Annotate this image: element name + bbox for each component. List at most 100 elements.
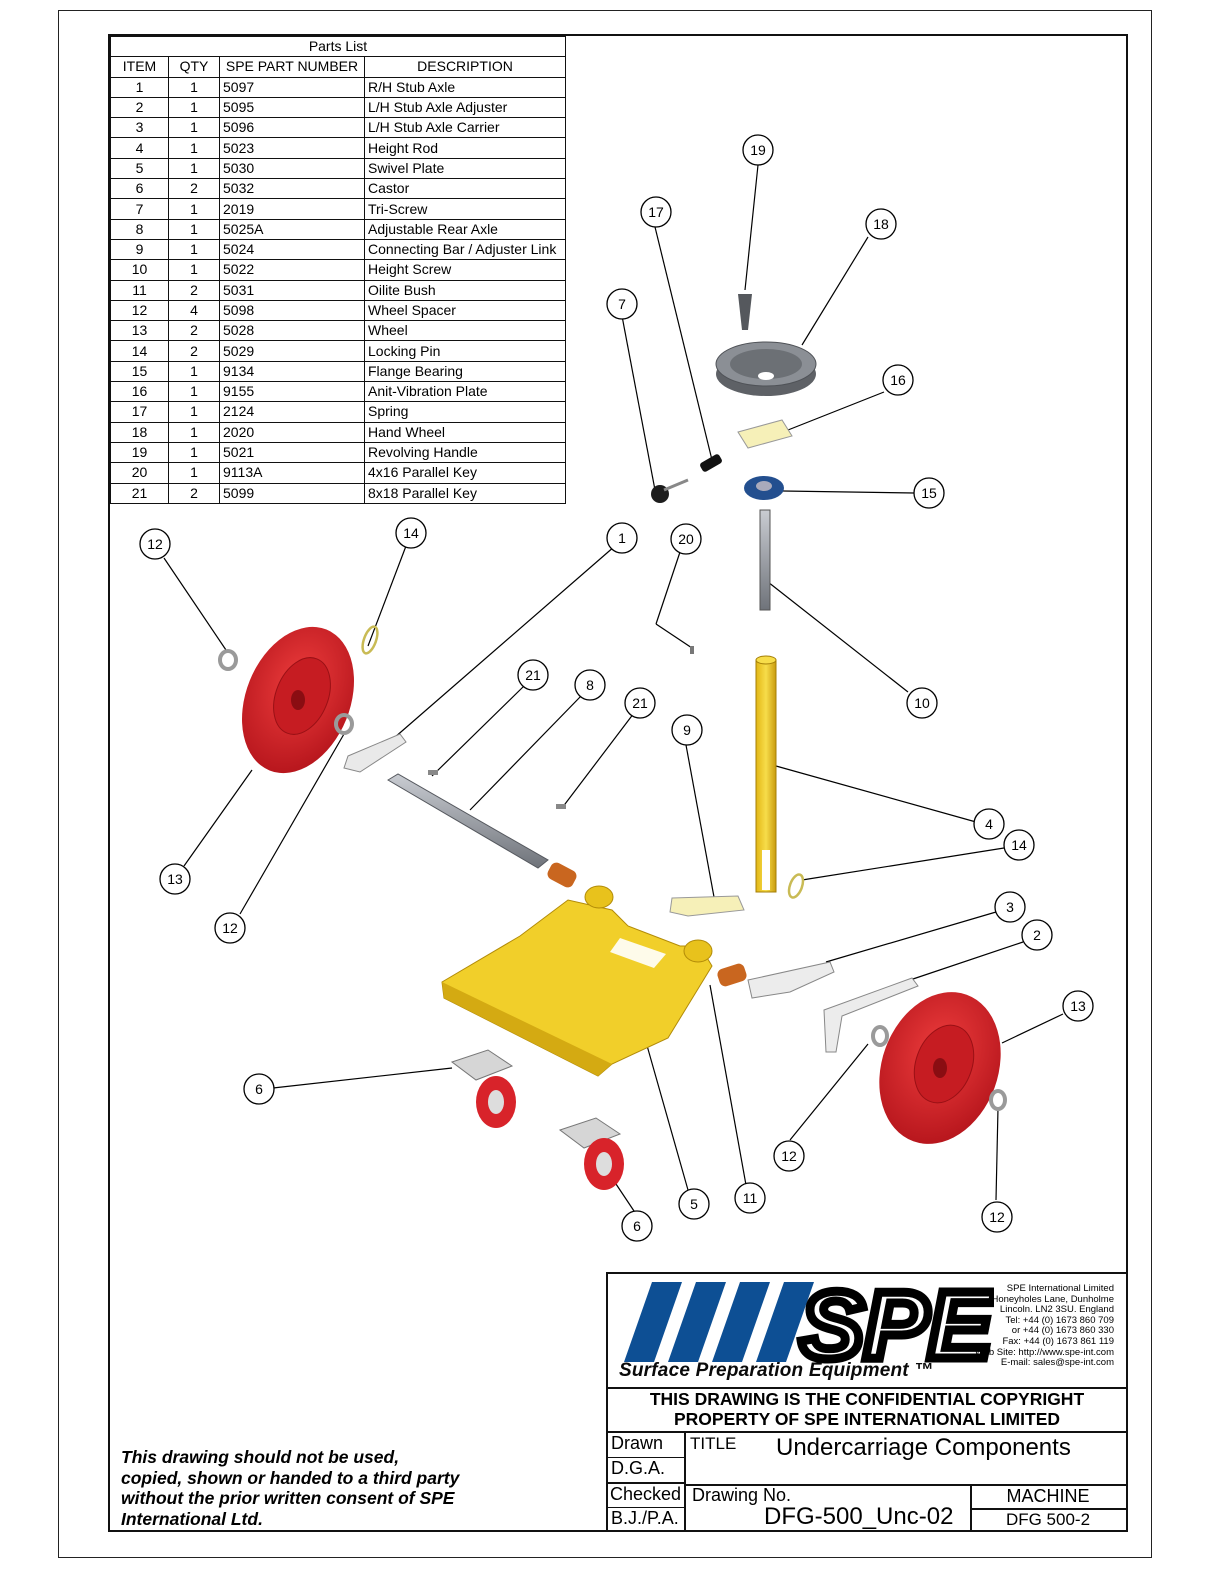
callout-number: 3 xyxy=(1006,899,1014,915)
cell-part-number: 9134 xyxy=(219,360,365,383)
cell-part-number: 5025A xyxy=(219,218,365,240)
callout-circle xyxy=(159,863,191,895)
cell-part-number: 2124 xyxy=(219,401,365,423)
callout-number: 14 xyxy=(403,525,419,541)
callout-circle xyxy=(214,912,246,944)
drawing-title: Undercarriage Components xyxy=(776,1434,1071,1461)
callout-number: 9 xyxy=(683,722,691,738)
confidential-notice: THIS DRAWING IS THE CONFIDENTIAL COPYRIG… xyxy=(608,1389,1126,1433)
right-wheel-part xyxy=(879,992,1001,1144)
address-line: Honeyholes Lane, Dunholme xyxy=(991,1293,1114,1305)
callout-number: 15 xyxy=(921,485,937,501)
callout-number: 20 xyxy=(678,531,694,547)
col-header-item: ITEM xyxy=(110,56,169,78)
cell-part-number: 5021 xyxy=(219,441,365,464)
usage-notice: This drawing should not be used, copied,… xyxy=(121,1447,460,1529)
cell-item: 11 xyxy=(110,279,169,301)
cell-part-number: 9113A xyxy=(219,462,365,484)
castor-part-2 xyxy=(558,1117,624,1190)
checked-label: Checked xyxy=(608,1484,686,1508)
revolving-handle-part xyxy=(738,294,752,330)
cell-item: 19 xyxy=(110,441,169,464)
cell-item: 15 xyxy=(110,360,169,383)
castor-part-1 xyxy=(450,1049,516,1128)
callout-number: 21 xyxy=(632,695,648,711)
cell-description: Connecting Bar / Adjuster Link xyxy=(364,238,566,261)
checked-value: B.J./P.A. xyxy=(608,1508,686,1532)
address-line: Fax: +44 (0) 1673 861 119 xyxy=(1002,1335,1114,1347)
spring-part xyxy=(700,454,722,472)
callout-circle xyxy=(670,523,702,555)
lh-stub-axle-adjuster-part xyxy=(823,977,919,1053)
callout-number: 8 xyxy=(586,677,594,693)
cell-description: L/H Stub Axle Adjuster xyxy=(364,96,566,119)
cell-description: Locking Pin xyxy=(364,340,566,362)
callout-number: 13 xyxy=(1070,998,1086,1014)
cell-item: 13 xyxy=(110,320,169,342)
cell-part-number: 5023 xyxy=(219,137,365,159)
confidential-line-1: THIS DRAWING IS THE CONFIDENTIAL COPYRIG… xyxy=(649,1389,1085,1409)
callout-number: 19 xyxy=(750,142,766,158)
machine-label: MACHINE xyxy=(970,1486,1126,1510)
callout-circle xyxy=(606,522,638,554)
callout-number: 16 xyxy=(890,372,906,388)
cell-description: Oilite Bush xyxy=(364,279,566,301)
callout-number: 18 xyxy=(873,216,889,232)
hand-wheel-part xyxy=(715,341,817,396)
company-tagline: Surface Preparation Equipment ™ xyxy=(619,1360,934,1381)
wheel-spacers xyxy=(218,649,1007,1111)
callout-number: 14 xyxy=(1011,837,1027,853)
callout-circle xyxy=(606,288,638,320)
callout-circle xyxy=(734,1182,766,1214)
drawing-sheet-border xyxy=(58,10,1152,1558)
callout-number: 12 xyxy=(147,536,163,552)
drawing-number-value: DFG-500_Unc-02 xyxy=(764,1503,954,1530)
rear-axle-part xyxy=(387,773,747,987)
callout-circle xyxy=(243,1073,275,1105)
callout-number: 12 xyxy=(989,1209,1005,1225)
cell-description: R/H Stub Axle xyxy=(364,76,566,98)
callout-circle xyxy=(678,1188,710,1220)
height-rod-part xyxy=(755,655,777,893)
cell-part-number: 5099 xyxy=(219,482,365,504)
title-label: TITLE xyxy=(690,1434,737,1453)
rh-stub-axle-part xyxy=(343,733,407,773)
anti-vibration-plate-part xyxy=(737,419,793,449)
flange-bearing-part xyxy=(744,476,784,500)
callout-number: 2 xyxy=(1033,927,1041,943)
callout-circle xyxy=(671,714,703,746)
callout-circle xyxy=(906,687,938,719)
callout-number: 10 xyxy=(914,695,930,711)
drawn-value: D.G.A. xyxy=(608,1458,686,1484)
address-line: SPE International Limited xyxy=(1006,1283,1114,1294)
callout-number: 17 xyxy=(648,204,664,220)
logo-letters: SPE xyxy=(800,1278,994,1368)
callout-number: 6 xyxy=(633,1218,641,1234)
locking-pins xyxy=(361,625,805,899)
callout-circle xyxy=(981,1201,1013,1233)
callout-circle xyxy=(1003,829,1035,861)
address-line: Web Site: http://www.spe-int.com xyxy=(974,1346,1114,1358)
machine-value: DFG 500-2 xyxy=(1005,1510,1091,1529)
parallel-key-21a xyxy=(428,770,438,775)
callout-circle xyxy=(574,669,606,701)
callout-circle xyxy=(742,134,774,166)
drawn-label: Drawn xyxy=(608,1433,686,1458)
callout-number: 7 xyxy=(618,296,626,312)
cell-description: 8x18 Parallel Key xyxy=(364,482,566,504)
